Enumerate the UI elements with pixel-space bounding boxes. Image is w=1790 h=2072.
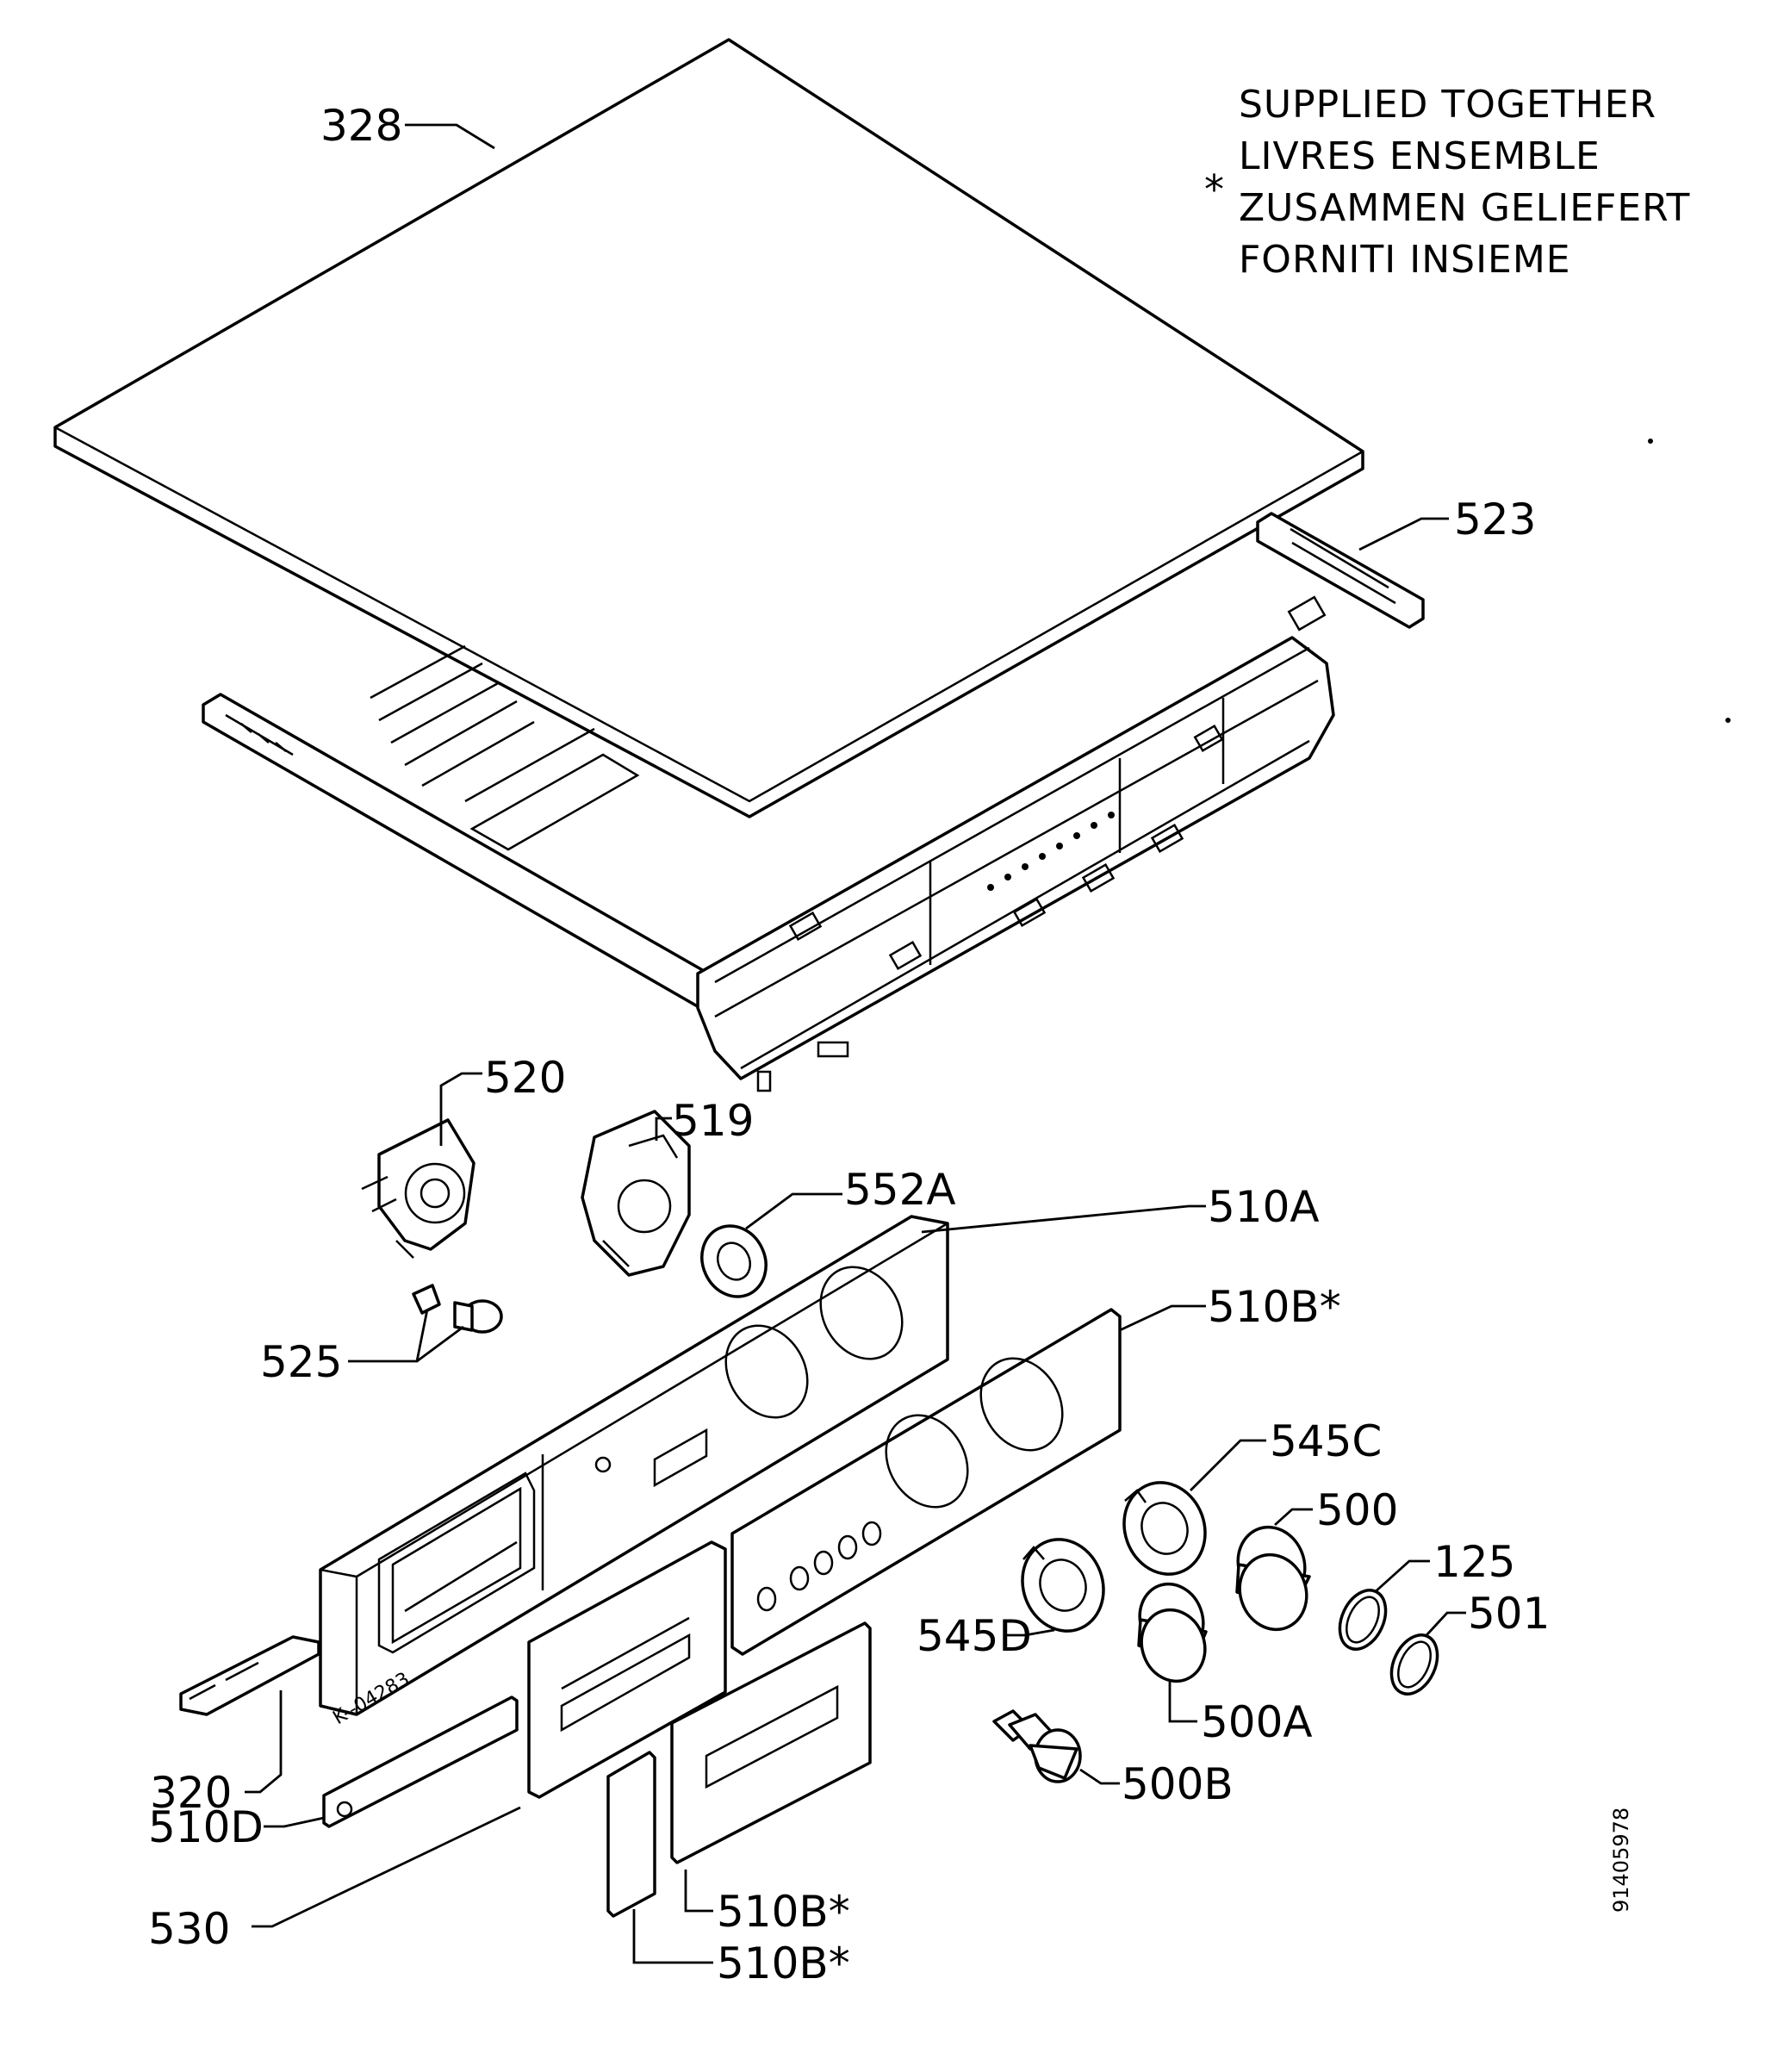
part-328-top-cover: 328 — [53, 38, 1364, 818]
part-520-switch: 520 — [361, 1053, 566, 1259]
legend-line-3: ZUSAMMEN GELIEFERT — [1239, 186, 1690, 230]
part-545C-ring: 545C — [1122, 1416, 1382, 1576]
part-519-housing: 519 — [581, 1096, 754, 1277]
label-520: 520 — [484, 1053, 566, 1103]
part-510D-strip: 510D — [148, 1696, 519, 1852]
part-510B-window-panel: 510B* — [670, 1621, 872, 1937]
legend-line-4: FORNITI INSIEME — [1239, 238, 1571, 282]
label-523: 523 — [1454, 495, 1536, 544]
label-500B: 500B — [1122, 1759, 1234, 1809]
part-545D-ring: 545D — [917, 1538, 1105, 1661]
part-510B-decor-panel: 510B* — [730, 1282, 1341, 1656]
label-500: 500 — [1316, 1485, 1398, 1535]
legend-line-1: SUPPLIED TOGETHER — [1239, 83, 1656, 127]
part-525-screw: 525 — [260, 1284, 503, 1387]
legend-line-2: LIVRES ENSEMBLE — [1239, 134, 1600, 178]
label-525: 525 — [260, 1337, 342, 1387]
label-500A: 500A — [1201, 1697, 1313, 1747]
label-510B-a: 510B* — [1208, 1282, 1341, 1332]
label-545D: 545D — [917, 1611, 1032, 1661]
part-500B-button: 500B — [992, 1709, 1234, 1809]
label-510B-b: 510B* — [717, 1887, 850, 1937]
part-552A-ring: 552A — [700, 1165, 956, 1298]
part-500A-knob: 500A — [1137, 1582, 1313, 1747]
part-125-ring: 125 — [1338, 1537, 1515, 1651]
label-125: 125 — [1433, 1537, 1515, 1587]
speck — [1725, 718, 1731, 723]
part-530-frame: 530 — [148, 1540, 727, 1954]
speck — [1648, 439, 1653, 444]
label-510A: 510A — [1208, 1182, 1320, 1232]
drawing-code: 91405978 — [1609, 1808, 1633, 1913]
label-328: 328 — [320, 101, 402, 151]
label-552A: 552A — [844, 1165, 956, 1215]
label-510B-c: 510B* — [717, 1938, 850, 1988]
label-501: 501 — [1468, 1589, 1550, 1639]
label-545C: 545C — [1270, 1416, 1382, 1466]
legend-asterisk: * — [1204, 166, 1225, 213]
part-501-ring: 501 — [1389, 1589, 1550, 1696]
label-510D: 510D — [148, 1802, 264, 1852]
part-523-frame: 523 — [202, 495, 1536, 1092]
part-320-rail: 320 — [150, 1635, 320, 1818]
part-510B-small-strip: 510B* — [606, 1751, 850, 1988]
part-500-knob: 500 — [1235, 1485, 1398, 1632]
label-530: 530 — [148, 1904, 230, 1954]
label-519: 519 — [672, 1096, 754, 1146]
label-320: 320 — [150, 1768, 232, 1818]
legend: SUPPLIED TOGETHER LIVRES ENSEMBLE ZUSAMM… — [1204, 83, 1690, 282]
